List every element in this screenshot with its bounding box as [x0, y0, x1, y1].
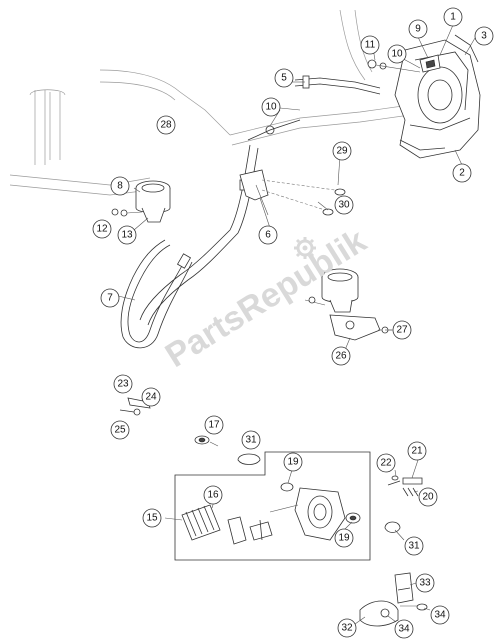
callout-11[interactable]: 11 [360, 35, 380, 55]
svg-text:26: 26 [335, 351, 347, 362]
callout-28[interactable]: 28 [156, 115, 176, 135]
callout-17[interactable]: 17 [204, 415, 224, 435]
svg-text:30: 30 [338, 200, 350, 211]
frame-outline [9, 9, 411, 196]
svg-text:6: 6 [265, 230, 271, 241]
rear-reservoir [111, 180, 171, 223]
svg-text:1: 1 [450, 12, 456, 23]
callout-25[interactable]: 25 [110, 420, 130, 440]
svg-text:31: 31 [245, 435, 257, 446]
long-hose [120, 144, 259, 349]
callout-34-lower[interactable]: 34 [394, 619, 414, 639]
svg-text:11: 11 [365, 40, 376, 51]
svg-text:31: 31 [408, 541, 420, 552]
callout-5[interactable]: 5 [274, 68, 294, 88]
screw-set [119, 397, 151, 416]
callout-31-upper[interactable]: 31 [241, 430, 261, 450]
svg-text:21: 21 [411, 446, 423, 457]
callout-19-upper[interactable]: 19 [283, 452, 303, 472]
callout-16[interactable]: 16 [203, 485, 223, 505]
spring-pin-parts [384, 475, 423, 533]
svg-text:16: 16 [207, 490, 219, 501]
svg-text:10: 10 [265, 102, 277, 113]
callout-29[interactable]: 29 [332, 141, 352, 161]
washer-17 [194, 435, 219, 447]
svg-text:28: 28 [160, 120, 172, 131]
slave-cylinder [269, 482, 361, 541]
svg-text:34: 34 [398, 624, 410, 635]
bracket [239, 169, 346, 216]
callout-6[interactable]: 6 [258, 225, 278, 245]
callout-2[interactable]: 2 [452, 163, 472, 183]
callout-1[interactable]: 1 [443, 7, 463, 27]
svg-text:33: 33 [419, 578, 431, 589]
svg-text:12: 12 [96, 224, 108, 235]
callout-20[interactable]: 20 [418, 487, 438, 507]
svg-text:19: 19 [287, 457, 299, 468]
sub-assembly-box [174, 451, 371, 561]
callouts: 1 2 3 5 6 7 8 9 10 10 11 12 13 15 16 17 … [92, 7, 494, 639]
callout-33[interactable]: 33 [415, 573, 435, 593]
callout-15[interactable]: 15 [142, 508, 162, 528]
callout-30[interactable]: 30 [334, 195, 354, 215]
rubber-boot [181, 504, 273, 545]
svg-text:17: 17 [208, 420, 220, 431]
clutch-housing-assembly [367, 34, 481, 159]
callout-13[interactable]: 13 [117, 225, 137, 245]
svg-text:32: 32 [341, 623, 353, 634]
callout-19-lower[interactable]: 19 [334, 528, 354, 548]
svg-text:19: 19 [338, 533, 350, 544]
svg-text:15: 15 [146, 513, 158, 524]
callout-24[interactable]: 24 [141, 387, 161, 407]
svg-text:24: 24 [145, 392, 157, 403]
callout-26[interactable]: 26 [331, 346, 351, 366]
svg-text:27: 27 [396, 325, 408, 336]
callout-10-lower[interactable]: 10 [261, 97, 281, 117]
svg-text:7: 7 [107, 293, 113, 304]
svg-text:8: 8 [117, 181, 123, 192]
callout-9[interactable]: 9 [408, 19, 428, 39]
master-cylinder-reservoir [304, 268, 395, 341]
svg-text:20: 20 [422, 492, 434, 503]
svg-text:34: 34 [434, 610, 446, 621]
callout-23[interactable]: 23 [113, 374, 133, 394]
callout-22[interactable]: 22 [376, 453, 396, 473]
callout-12[interactable]: 12 [92, 219, 112, 239]
seal-31-top [237, 453, 261, 465]
svg-text:23: 23 [117, 379, 129, 390]
callout-8[interactable]: 8 [110, 176, 130, 196]
svg-text:9: 9 [415, 24, 421, 35]
callout-31-lower[interactable]: 31 [404, 536, 424, 556]
svg-text:25: 25 [114, 425, 126, 436]
svg-text:13: 13 [121, 230, 133, 241]
svg-text:2: 2 [459, 168, 465, 179]
callout-3[interactable]: 3 [474, 26, 494, 46]
callout-34-right[interactable]: 34 [430, 605, 450, 625]
svg-text:10: 10 [391, 49, 403, 60]
svg-text:29: 29 [336, 146, 348, 157]
svg-text:3: 3 [481, 31, 487, 42]
callout-32[interactable]: 32 [337, 618, 357, 638]
svg-text:5: 5 [281, 73, 287, 84]
callout-10-upper[interactable]: 10 [387, 44, 407, 64]
svg-text:22: 22 [380, 458, 392, 469]
callout-27[interactable]: 27 [392, 320, 412, 340]
callout-7[interactable]: 7 [100, 288, 120, 308]
shift-lever [359, 572, 428, 627]
callout-21[interactable]: 21 [407, 441, 427, 461]
